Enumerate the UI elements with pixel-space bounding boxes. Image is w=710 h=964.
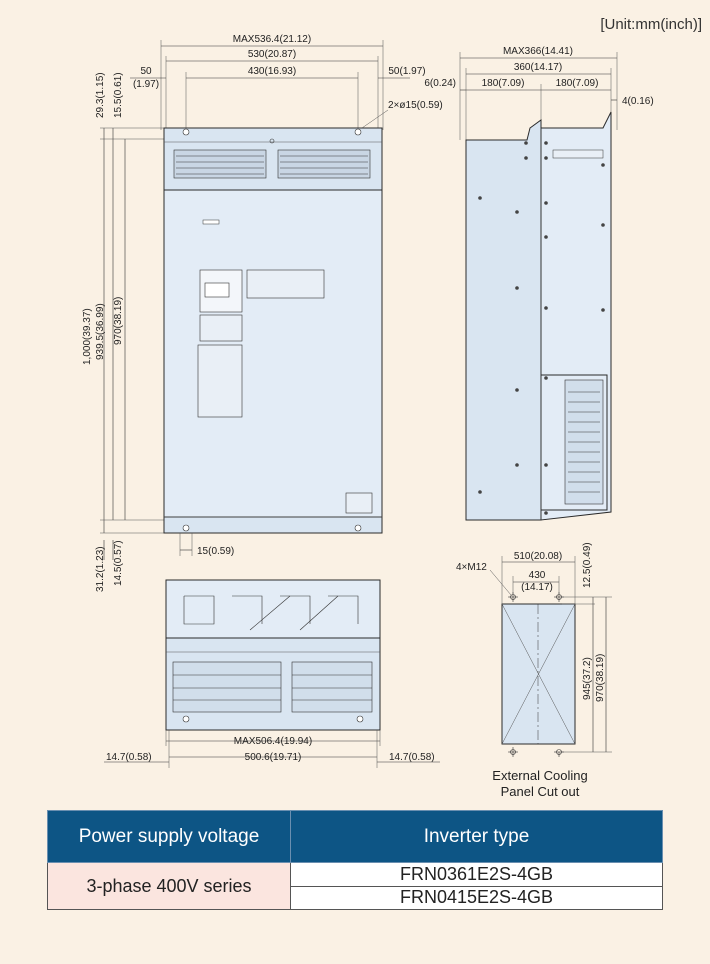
side-view: MAX366(14.41) 360(14.17) 6(0.24) 180(7.0… [424, 46, 654, 521]
dim-front-970: 970(38.19) [113, 297, 124, 345]
cell-type: FRN0361E2S-4GB [290, 862, 663, 887]
dim-cut-945: 945(37.2) [582, 657, 593, 700]
dim-cut-430: 430 [529, 570, 546, 581]
unit-label: [Unit:mm(inch)] [600, 16, 702, 33]
dim-bottom-left: 14.7(0.58) [106, 752, 152, 763]
dim-cut-12: 12.5(0.49) [582, 542, 593, 588]
dim-side-6: 6(0.24) [424, 78, 456, 89]
dim-front-939: 939.5(36.99) [95, 303, 106, 360]
dim-side-360: 360(14.17) [514, 62, 562, 73]
cell-type: FRN0415E2S-4GB [290, 885, 663, 910]
dim-front-29: 29.3(1.15) [95, 72, 106, 118]
spec-header-row: Power supply voltage Inverter type [47, 810, 663, 863]
cell-supply: 3-phase 400V series [47, 862, 291, 910]
dim-side-180b: 180(7.09) [556, 78, 599, 89]
dim-side-4: 4(0.16) [622, 96, 654, 107]
dim-front-530: 530(20.87) [248, 49, 296, 60]
dim-front-max: MAX536.4(21.12) [233, 34, 311, 45]
dim-front-bot-15: 15(0.59) [197, 546, 234, 557]
dim-bottom-right: 14.7(0.58) [389, 752, 435, 763]
dim-front-15: 15.5(0.61) [113, 72, 124, 118]
dim-side-180a: 180(7.09) [482, 78, 525, 89]
dim-cut-m12: 4×M12 [456, 562, 487, 573]
dim-front-50-right: 50(1.97) [388, 66, 425, 77]
table-row: FRN0415E2S-4GB [48, 885, 663, 910]
dim-cut-510: 510(20.08) [514, 551, 562, 562]
dim-front-430: 430(16.93) [248, 66, 296, 77]
dim-bottom-max: MAX506.4(19.94) [234, 736, 312, 747]
front-view: MAX536.4(21.12) 530(20.87) 430(16.93) 50… [82, 34, 443, 592]
dimension-drawing: MAX536.4(21.12) 530(20.87) 430(16.93) 50… [82, 34, 654, 768]
dim-cut-430-in: (14.17) [521, 582, 553, 593]
table-row: 3-phase 400V series FRN0361E2S-4GB [47, 862, 663, 910]
dim-front-31: 31.2(1.23) [95, 546, 106, 592]
dim-front-50-left-in: (1.97) [133, 79, 159, 90]
dim-side-max: MAX366(14.41) [503, 46, 573, 57]
cutout-caption-1: External Cooling [492, 768, 588, 783]
dim-cut-970: 970(38.19) [595, 654, 606, 702]
dim-front-hole: 2×ø15(0.59) [388, 100, 443, 111]
bottom-view: MAX506.4(19.94) 500.6(19.71) 14.7(0.58) … [104, 579, 440, 768]
dim-bottom-500: 500.6(19.71) [245, 752, 302, 763]
spec-table: Power supply voltage Inverter type 3-pha… [47, 810, 663, 910]
dim-front-1000: 1,000(39.37) [82, 308, 93, 365]
cutout-view: 4×M12 510(20.08) 430 (14.17) 12.5(0.49) … [456, 542, 612, 757]
header-type: Inverter type [290, 810, 663, 863]
header-supply: Power supply voltage [47, 810, 291, 863]
dim-front-50-left: 50 [140, 66, 152, 77]
dim-front-14: 14.5(0.57) [113, 540, 124, 586]
cutout-caption-2: Panel Cut out [500, 784, 580, 799]
